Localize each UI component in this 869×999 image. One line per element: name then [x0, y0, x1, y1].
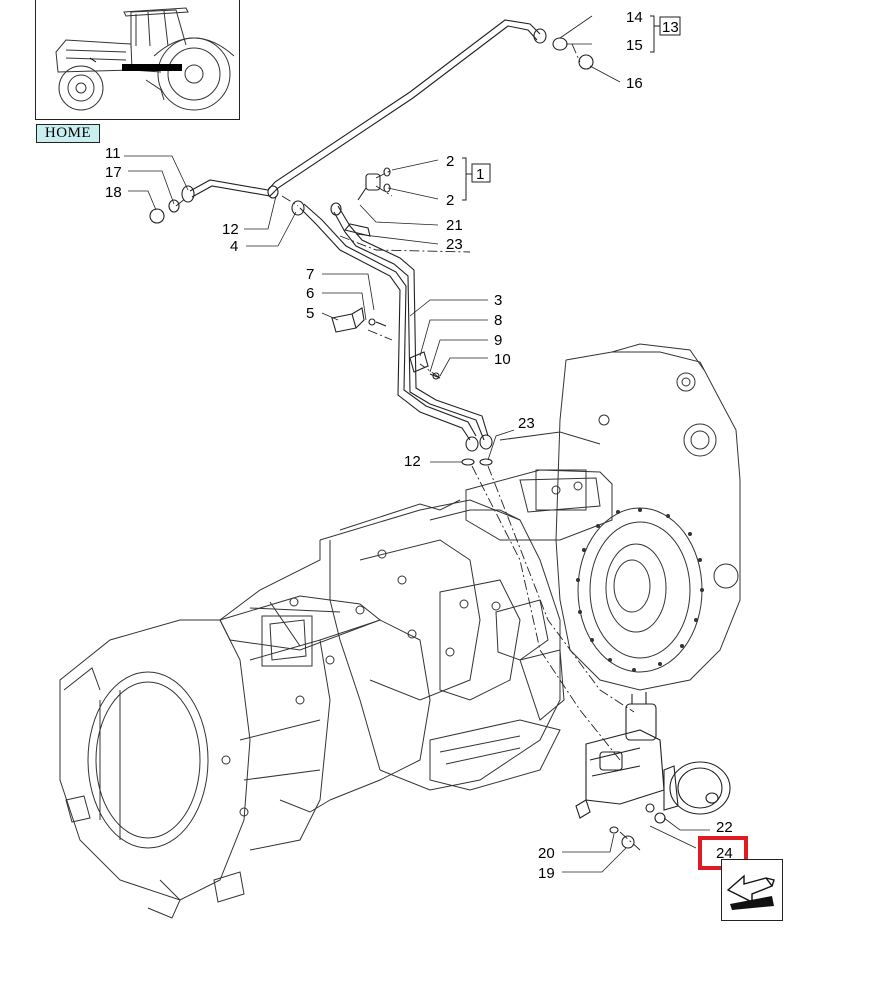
callout-12-upper[interactable]: 12: [222, 221, 239, 238]
callout-14[interactable]: 14: [626, 9, 643, 26]
callout-7[interactable]: 7: [306, 266, 314, 283]
callout-8[interactable]: 8: [494, 312, 502, 329]
transmission-housing: [59, 343, 741, 919]
callout-21[interactable]: 21: [446, 217, 463, 234]
lower-pipe: [291, 200, 493, 466]
valve-assembly: [575, 692, 731, 849]
bracket-5: [331, 307, 387, 333]
upper-pipe: [149, 19, 594, 224]
callout-4[interactable]: 4: [230, 238, 238, 255]
next-page-button[interactable]: [721, 859, 783, 921]
callout-23-lower[interactable]: 23: [518, 415, 535, 432]
arrow-next-icon: [726, 874, 775, 910]
callout-12-lower[interactable]: 12: [404, 453, 421, 470]
home-button[interactable]: HOME: [36, 124, 100, 143]
callout-10[interactable]: 10: [494, 351, 511, 368]
callout-24[interactable]: 24: [716, 845, 733, 862]
callout-3[interactable]: 3: [494, 292, 502, 309]
tractor-thumbnail[interactable]: [35, 0, 240, 120]
callout-2-upper[interactable]: 2: [446, 153, 454, 170]
callout-19[interactable]: 19: [538, 865, 555, 882]
group-bracket-1: [462, 157, 491, 201]
callout-5[interactable]: 5: [306, 305, 314, 322]
callout-23-upper[interactable]: 23: [446, 236, 463, 253]
callout-2-lower[interactable]: 2: [446, 192, 454, 209]
callout-9[interactable]: 9: [494, 332, 502, 349]
callout-box-1: [471, 163, 491, 183]
callout-11[interactable]: 11: [105, 145, 121, 162]
callout-22[interactable]: 22: [716, 819, 733, 836]
callout-1[interactable]: 1: [476, 166, 484, 183]
callout-20[interactable]: 20: [538, 845, 555, 862]
callout-15[interactable]: 15: [626, 37, 643, 54]
callout-16[interactable]: 16: [626, 75, 643, 92]
tee-fitting: [344, 167, 391, 237]
callout-labels: 14 13 15 16 11 17 18 2 1 2 21 23 12 4 7 …: [105, 9, 733, 882]
tractor-thumbnail-icon: [55, 7, 235, 111]
leader-lines: [124, 15, 710, 873]
callout-box-13: [659, 16, 681, 36]
callout-18[interactable]: 18: [105, 184, 122, 201]
callout-13[interactable]: 13: [662, 19, 679, 36]
callout-17[interactable]: 17: [105, 164, 122, 181]
group-bracket-13: [650, 15, 681, 53]
assembly-lines: [175, 43, 641, 851]
callout-6[interactable]: 6: [306, 285, 314, 302]
